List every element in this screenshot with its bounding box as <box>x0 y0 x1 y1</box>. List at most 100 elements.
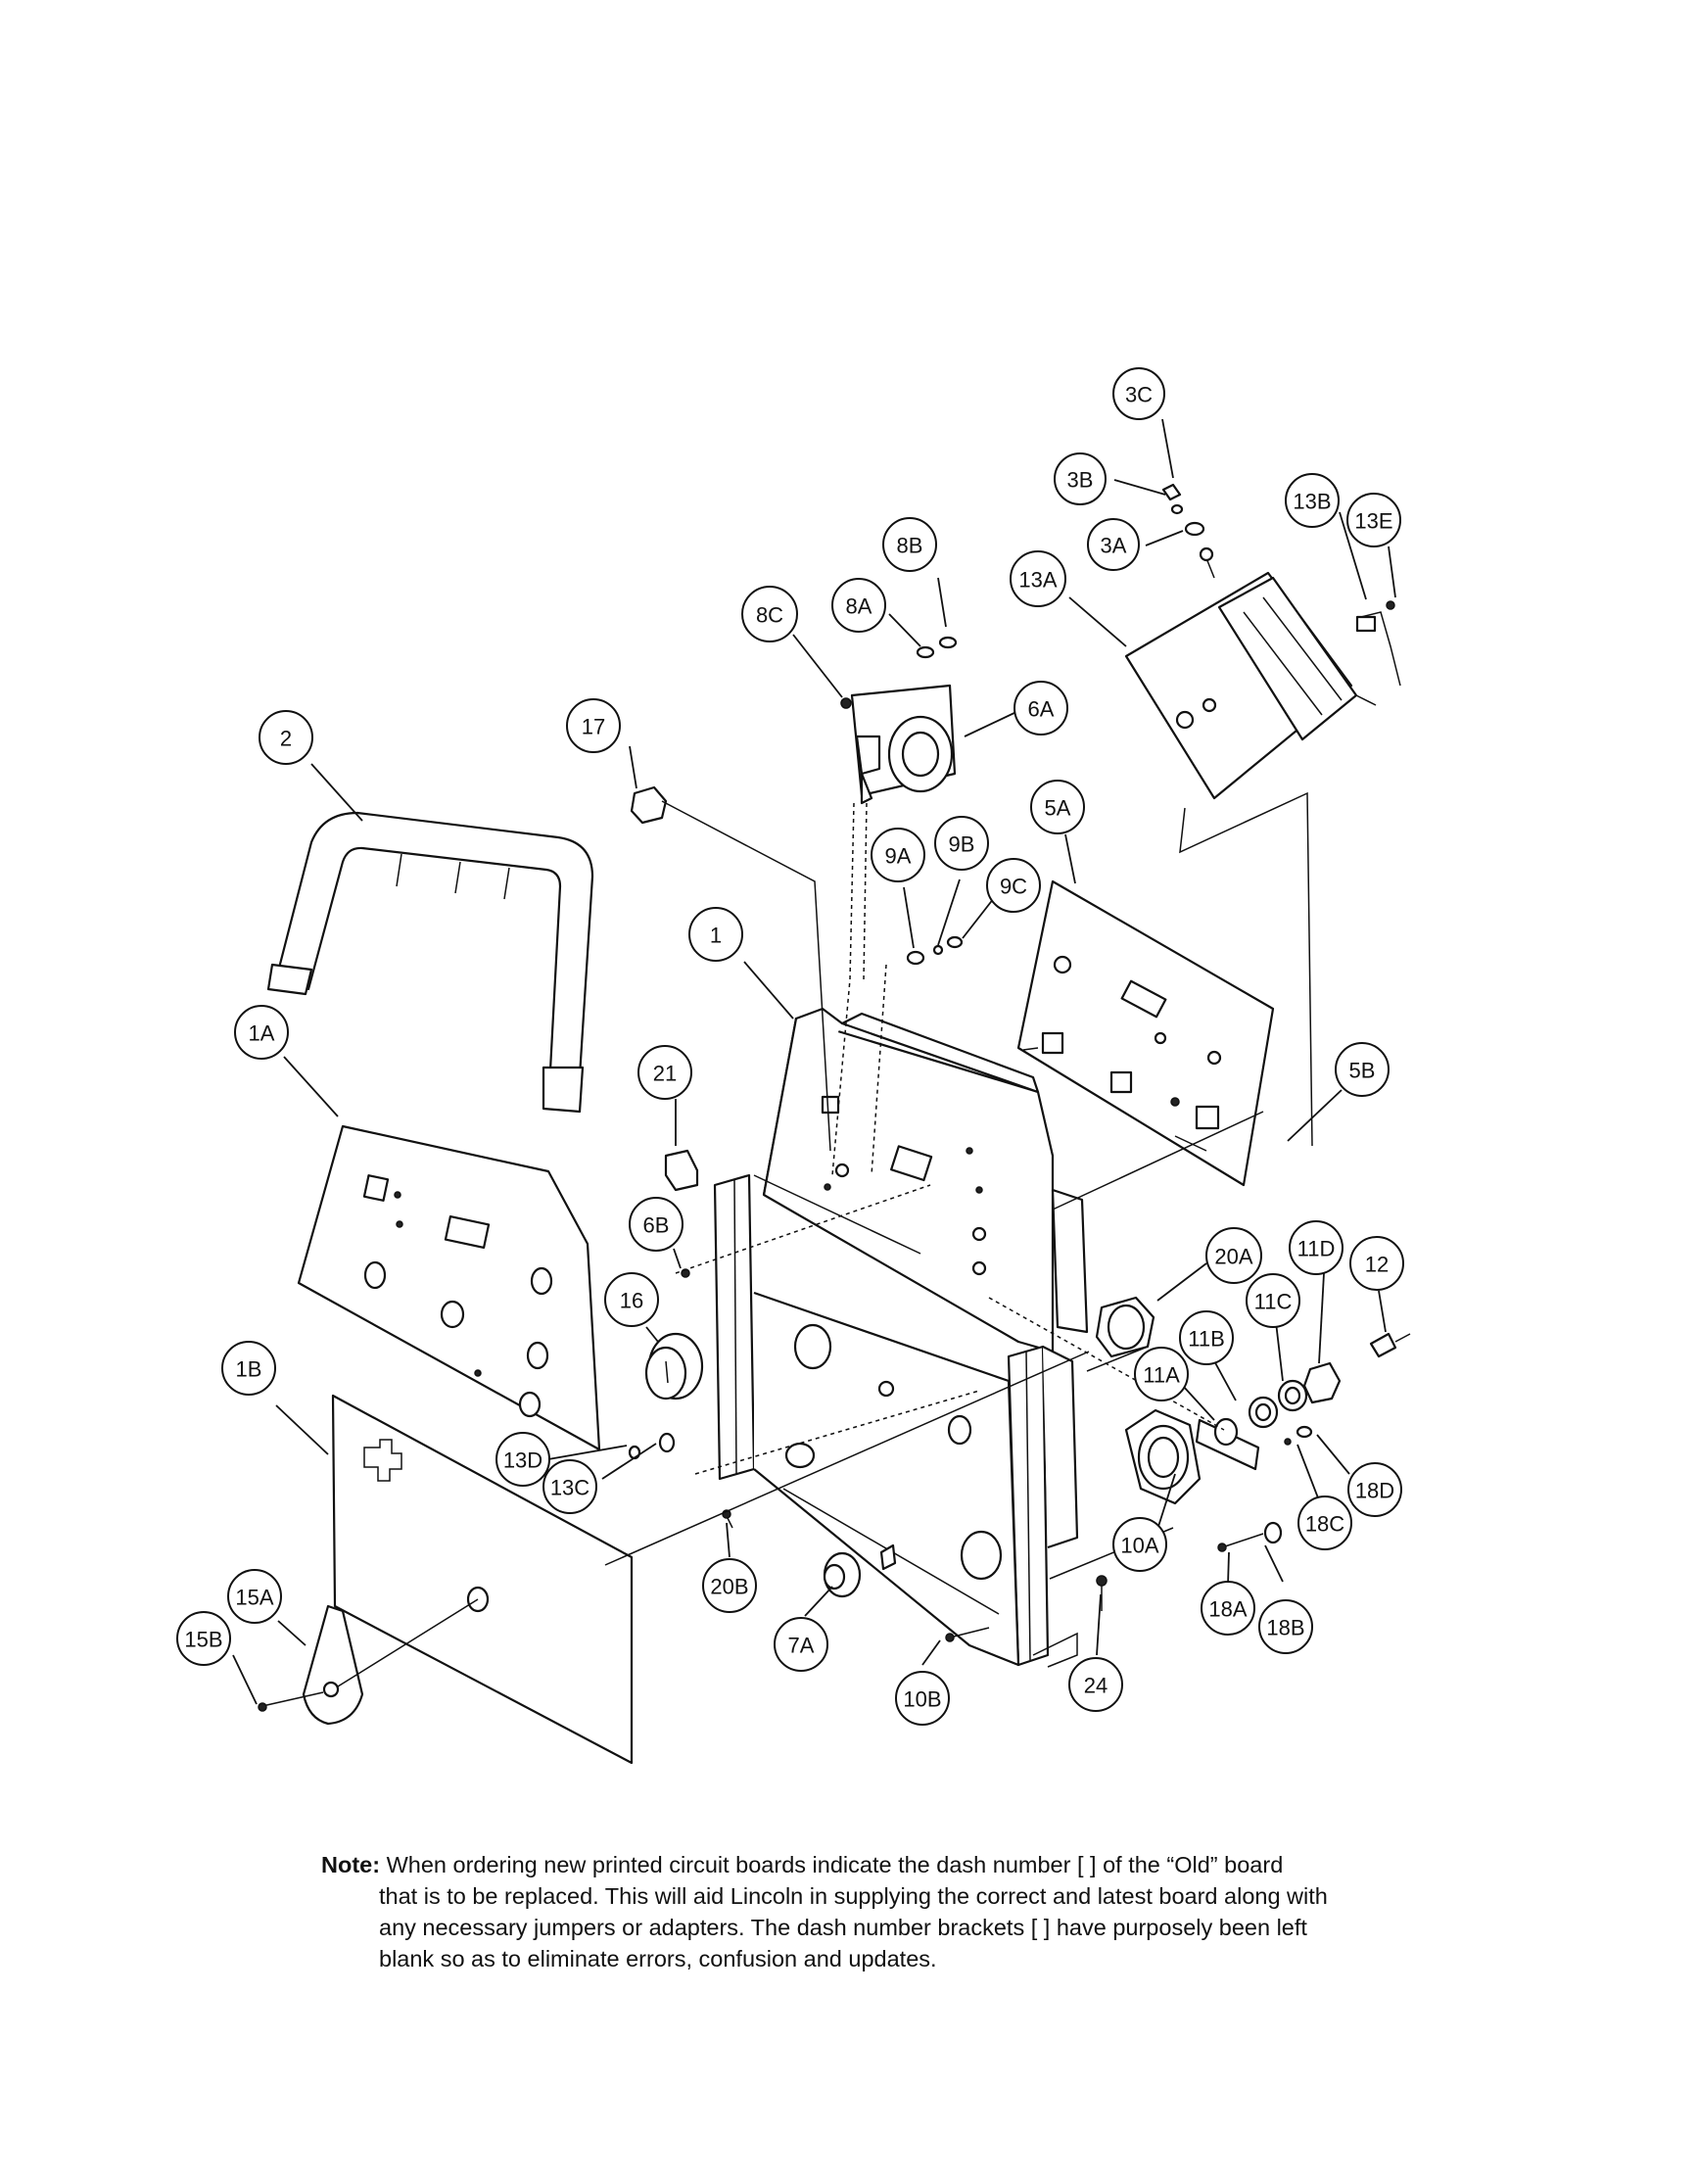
part-front-nameplate <box>297 1124 601 1451</box>
callout-1: 1 <box>688 907 743 962</box>
callout-13a: 13A <box>1010 550 1066 607</box>
svg-text:10A: 10A <box>1120 1534 1158 1558</box>
part-lower-panel <box>331 1394 634 1765</box>
note-line-2: that is to be replaced. This will aid Li… <box>379 1883 1328 1909</box>
svg-text:5B: 5B <box>1349 1059 1376 1083</box>
svg-text:16: 16 <box>620 1289 643 1313</box>
callout-20a: 20A <box>1205 1227 1262 1284</box>
svg-text:13A: 13A <box>1018 568 1057 593</box>
callout-10a: 10A <box>1112 1517 1167 1572</box>
callout-24: 24 <box>1068 1657 1123 1712</box>
svg-text:13C: 13C <box>550 1476 589 1500</box>
callout-1b: 1B <box>221 1341 276 1396</box>
svg-text:11D: 11D <box>1297 1237 1336 1261</box>
callout-13c: 13C <box>542 1459 597 1514</box>
callout-15b: 15B <box>176 1611 231 1666</box>
svg-text:9A: 9A <box>885 844 912 869</box>
assembly-lines <box>604 1111 1264 1580</box>
svg-text:15B: 15B <box>184 1628 222 1652</box>
part-rotary-switch <box>831 684 957 1176</box>
callout-15a: 15A <box>227 1569 282 1624</box>
callout-11c: 11C <box>1246 1273 1300 1328</box>
note-line-3: any necessary jumpers or adapters. The d… <box>379 1915 1307 1940</box>
svg-text:17: 17 <box>582 715 605 739</box>
callout-21: 21 <box>637 1045 692 1100</box>
callout-5a: 5A <box>1030 780 1085 834</box>
callout-1a: 1A <box>234 1005 289 1060</box>
svg-text:11C: 11C <box>1254 1290 1293 1314</box>
svg-text:3B: 3B <box>1067 468 1094 493</box>
callout-2: 2 <box>259 710 313 765</box>
part-knob <box>258 1598 479 1726</box>
callout-8b: 8B <box>882 517 937 572</box>
svg-text:13E: 13E <box>1354 509 1392 534</box>
svg-text:20B: 20B <box>710 1575 748 1599</box>
callout-13b: 13B <box>1285 473 1340 528</box>
part-switch-21 <box>664 1149 699 1192</box>
svg-text:24: 24 <box>1084 1674 1108 1698</box>
svg-text:18C: 18C <box>1305 1512 1344 1537</box>
callout-3b: 3B <box>1054 452 1107 505</box>
svg-text:12: 12 <box>1365 1253 1389 1277</box>
note-line-1: Note: When ordering new printed circuit … <box>321 1849 1526 1880</box>
callout-11b: 11B <box>1179 1310 1234 1365</box>
callout-16: 16 <box>604 1272 659 1327</box>
callout-20b: 20B <box>702 1558 757 1613</box>
svg-text:6A: 6A <box>1028 697 1055 722</box>
svg-text:7A: 7A <box>788 1634 815 1658</box>
part-cap-17 <box>630 785 831 1152</box>
svg-text:10B: 10B <box>903 1687 941 1712</box>
svg-text:3C: 3C <box>1125 383 1153 407</box>
callout-11d: 11D <box>1289 1220 1343 1275</box>
svg-text:15A: 15A <box>235 1586 273 1610</box>
note-label: Note: <box>321 1852 381 1877</box>
part-circuit-board-13a <box>1124 483 1401 1147</box>
svg-text:9B: 9B <box>949 832 975 857</box>
svg-text:11B: 11B <box>1188 1327 1225 1352</box>
note-line-4: blank so as to eliminate errors, confusi… <box>379 1946 937 1971</box>
note-text-1: When ordering new printed circuit boards… <box>386 1852 1284 1877</box>
svg-text:18B: 18B <box>1266 1616 1304 1640</box>
callout-9b: 9B <box>934 816 989 871</box>
callout-6a: 6A <box>1013 681 1068 736</box>
callout-3a: 3A <box>1087 518 1140 571</box>
part-circuit-board-5a <box>1016 879 1275 1187</box>
svg-text:5A: 5A <box>1045 796 1071 821</box>
callout-8a: 8A <box>831 578 886 633</box>
svg-text:1B: 1B <box>236 1357 262 1382</box>
callout-11a: 11A <box>1134 1347 1189 1401</box>
svg-text:20A: 20A <box>1214 1245 1252 1269</box>
svg-text:3A: 3A <box>1101 534 1127 558</box>
callout-10b: 10B <box>895 1671 950 1726</box>
svg-text:18A: 18A <box>1208 1597 1247 1622</box>
callout-13e: 13E <box>1346 493 1401 547</box>
part-strain-relief <box>823 1551 862 1598</box>
svg-text:8B: 8B <box>897 534 923 558</box>
callout-12: 12 <box>1349 1236 1404 1291</box>
callout-9a: 9A <box>871 828 925 882</box>
callout-18a: 18A <box>1201 1581 1255 1636</box>
svg-text:8A: 8A <box>846 594 872 619</box>
callout-3c: 3C <box>1112 367 1165 420</box>
leader-lines <box>232 418 1396 1705</box>
svg-text:2: 2 <box>280 727 292 751</box>
part-knob-16 <box>644 1332 704 1401</box>
callout-13d: 13D <box>495 1432 550 1487</box>
callout-5b: 5B <box>1335 1042 1390 1097</box>
callout-6b: 6B <box>629 1197 684 1252</box>
callout-18b: 18B <box>1258 1599 1313 1654</box>
part-output-terminal <box>1124 1332 1411 1552</box>
svg-text:13D: 13D <box>503 1448 542 1473</box>
svg-text:18D: 18D <box>1355 1479 1394 1503</box>
callout-18c: 18C <box>1297 1496 1352 1550</box>
ordering-note: Note: When ordering new printed circuit … <box>321 1849 1526 1974</box>
svg-text:11A: 11A <box>1143 1363 1180 1388</box>
part-main-chassis <box>713 1007 1089 1668</box>
callout-9c: 9C <box>986 858 1041 913</box>
callout-18d: 18D <box>1347 1462 1402 1517</box>
part-handle <box>266 811 594 1114</box>
callouts: 3C 3B 3A 13B 13E 13A 8B 8A 8C 6A 17 2 5A… <box>176 367 1404 1726</box>
parts-drawing <box>258 483 1411 1765</box>
svg-text:8C: 8C <box>756 603 783 628</box>
